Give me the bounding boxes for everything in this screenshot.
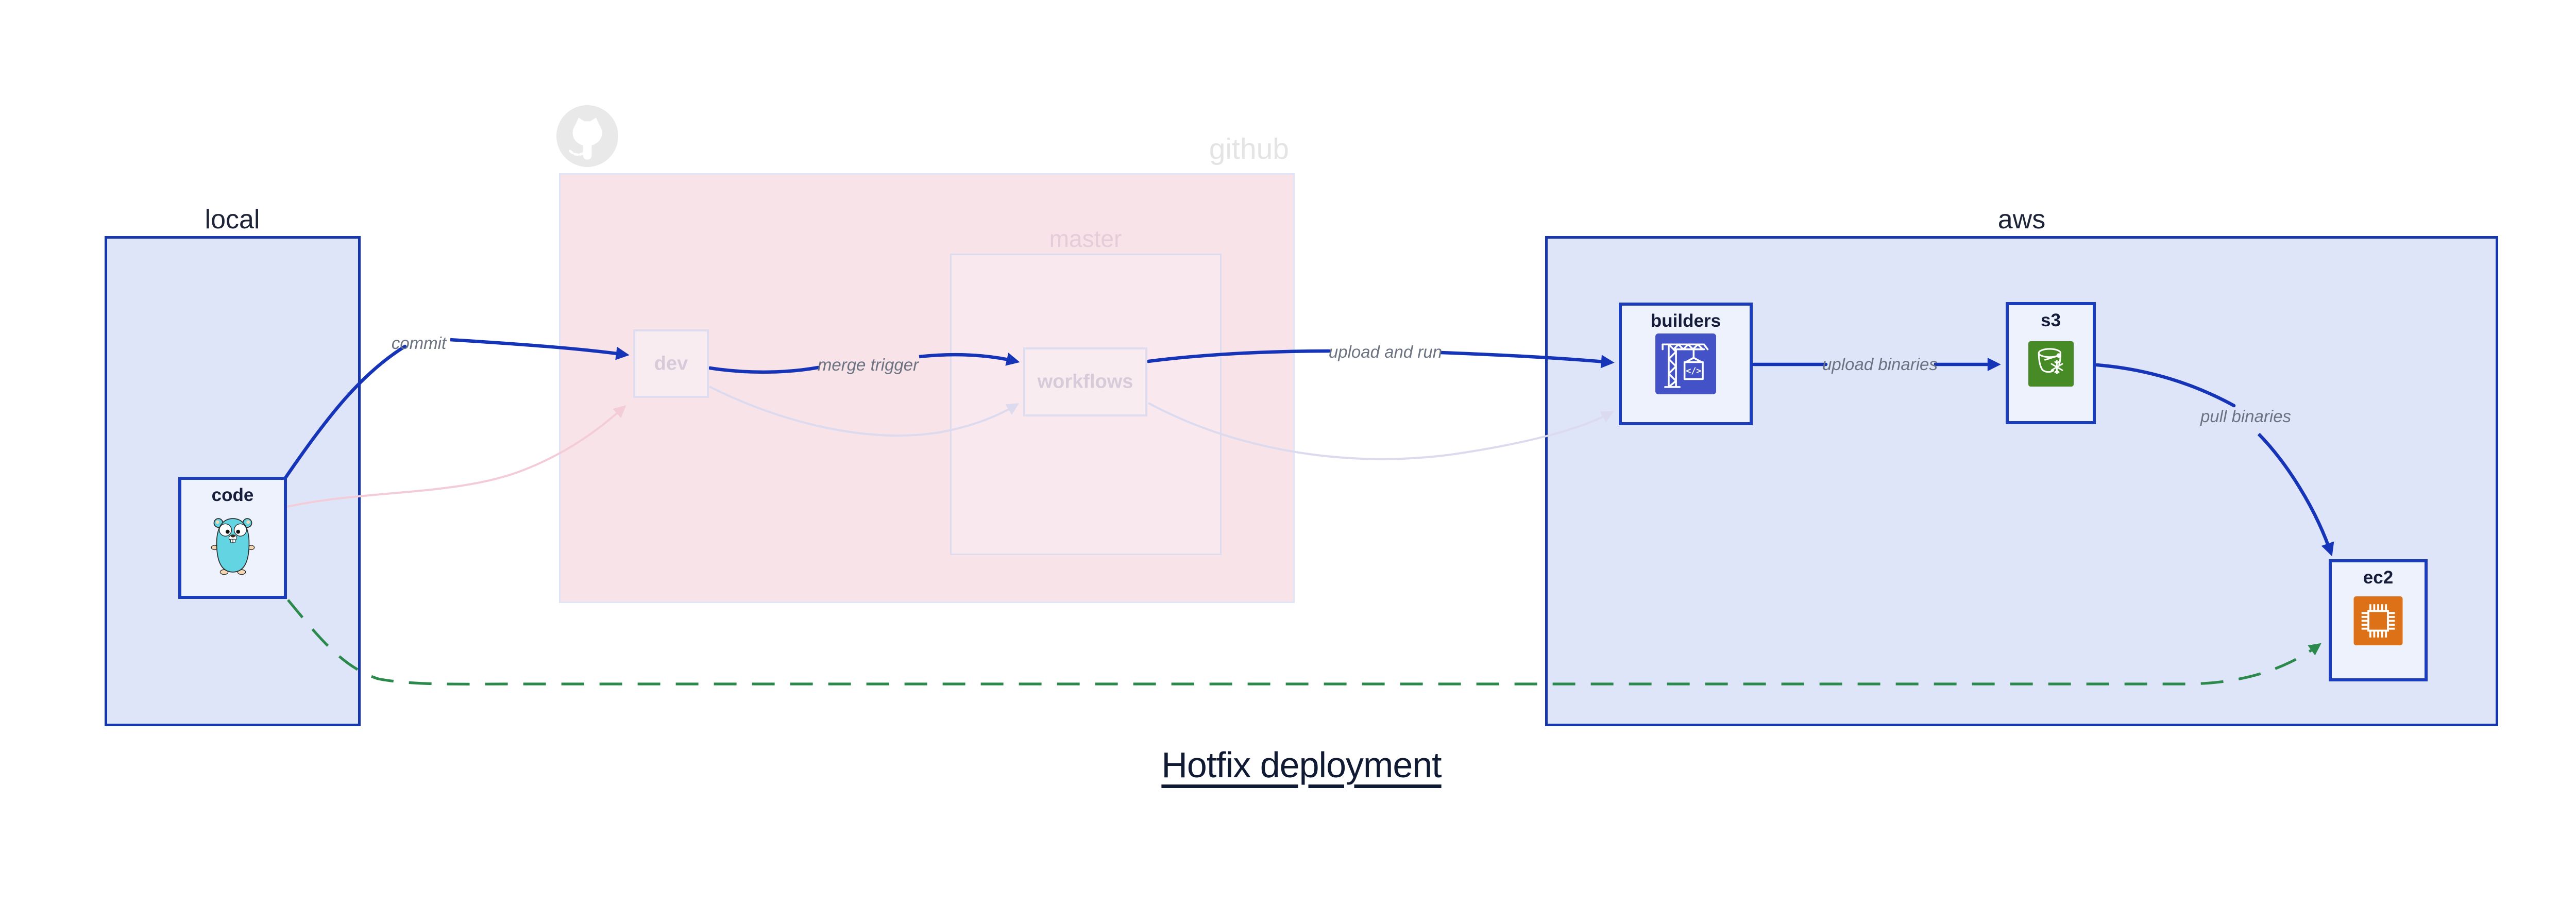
aws-codebuild-icon: </> — [1655, 333, 1716, 394]
node-builders: builders </> — [1619, 303, 1753, 425]
edge-label-commit: commit — [391, 333, 447, 353]
node-ec2: ec2 — [2329, 559, 2428, 681]
codebuild-code-glyph: </> — [1686, 366, 1701, 376]
node-s3: s3 — [2006, 302, 2096, 424]
edge-label-merge-trigger: merge trigger — [817, 355, 919, 374]
edge-label-pull-binaries: pull binaries — [2200, 407, 2292, 426]
node-ec2-label: ec2 — [2363, 567, 2394, 588]
node-dev-label: dev — [654, 353, 688, 374]
github-region-label: github — [1209, 132, 1289, 165]
diagram-title: Hotfix deployment — [1161, 745, 1442, 785]
node-workflows-label: workflows — [1037, 371, 1133, 393]
go-gopher-icon — [211, 518, 255, 575]
edge-label-upload-binaries: upload binaries — [1822, 355, 1938, 374]
aws-s3-glacier-icon — [2028, 341, 2074, 387]
github-octocat-svg — [556, 105, 618, 167]
node-code-label: code — [211, 485, 254, 505]
github-octocat-icon — [556, 105, 618, 167]
node-workflows: workflows — [1023, 347, 1147, 416]
edge-label-upload-and-run: upload and run — [1328, 342, 1443, 361]
aws-region-label: aws — [1997, 205, 2046, 235]
local-region-label: local — [205, 205, 260, 235]
node-dev: dev — [633, 329, 709, 398]
node-builders-label: builders — [1650, 311, 1721, 331]
node-code: code — [178, 477, 287, 599]
aws-ec2-icon — [2353, 596, 2403, 645]
master-branch-label: master — [1049, 225, 1122, 252]
node-s3-label: s3 — [2041, 310, 2061, 330]
